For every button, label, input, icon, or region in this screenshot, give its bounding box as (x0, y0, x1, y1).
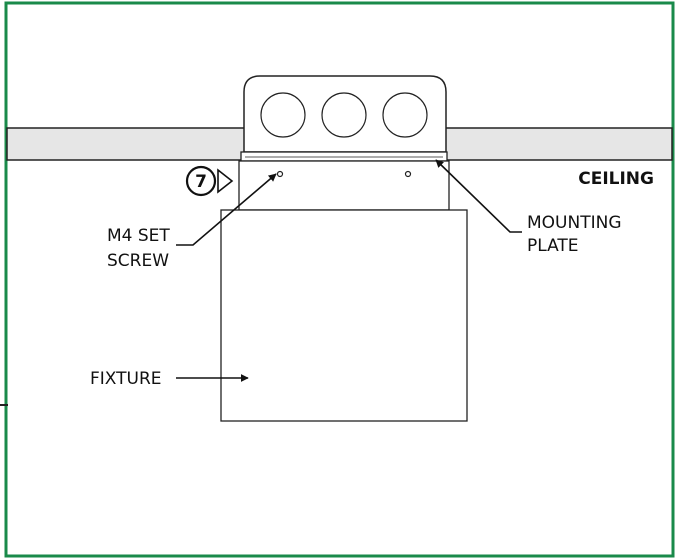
mounting-plate-leader (435, 159, 522, 233)
set-screw-label-line1: M4 SET (107, 226, 170, 246)
step-marker-number: 7 (195, 172, 207, 192)
knockout-circle-1 (260, 92, 306, 138)
set-screw-label-line2: SCREW (107, 251, 169, 271)
step-marker-circle (185, 165, 217, 197)
mounting-plate (240, 151, 448, 162)
mounting-plate-label-line2: PLATE (527, 236, 579, 256)
step-marker: 7 (185, 165, 234, 197)
set-screw-hole-right (404, 170, 412, 178)
fixture-body (220, 209, 468, 422)
knockout-circle-2 (321, 92, 367, 138)
step-marker-chevron (217, 168, 234, 194)
set-screw-hole-left (276, 170, 284, 178)
knockout-circle-3 (382, 92, 428, 138)
fixture-label: FIXTURE (90, 369, 162, 389)
diagram-frame (4, 1, 675, 558)
ceiling-label: CEILING (578, 169, 654, 189)
mounting-plate-label-line1: MOUNTING (527, 213, 622, 233)
fixture-collar (238, 160, 450, 211)
set-screw-leader (176, 173, 277, 246)
